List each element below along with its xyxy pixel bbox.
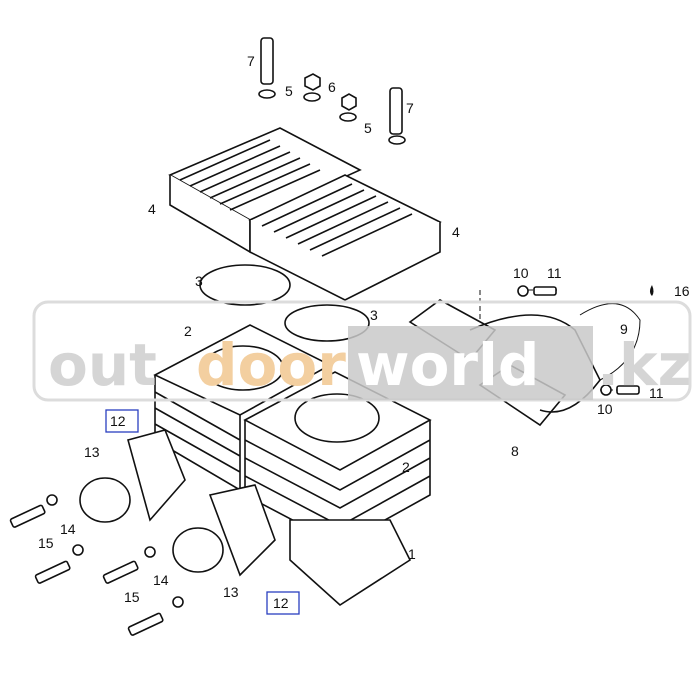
highlight-box-12-right	[266, 591, 300, 615]
bolts-exhaust	[517, 285, 654, 396]
callout-13: 13	[223, 584, 239, 600]
callout-10: 10	[597, 401, 613, 417]
callout-10: 10	[513, 265, 529, 281]
callout-7: 7	[406, 100, 414, 116]
callout-5: 5	[364, 120, 372, 136]
callout-15: 15	[124, 589, 140, 605]
intake-right	[172, 484, 276, 577]
watermark-world: world	[356, 331, 539, 399]
callout-5: 5	[285, 83, 293, 99]
watermark: out door world .kz	[32, 300, 692, 402]
callout-12: 12	[110, 413, 126, 429]
callout-7: 7	[247, 53, 255, 69]
callout-8: 8	[511, 443, 519, 459]
callout-6: 6	[328, 79, 336, 95]
head-gasket-right	[284, 304, 370, 342]
cylinder-head-left	[168, 127, 362, 254]
watermark-out: out	[48, 331, 157, 399]
washers-nuts	[258, 73, 406, 145]
intake-left	[79, 429, 186, 523]
callout-1: 1	[408, 546, 416, 562]
callout-2: 2	[402, 459, 410, 475]
base-gasket	[289, 519, 412, 607]
callout-12: 12	[273, 595, 289, 611]
callout-4: 4	[148, 201, 156, 217]
intake-bolts	[9, 494, 184, 636]
stud-right	[389, 87, 403, 135]
cylinder-head-right	[248, 174, 442, 301]
head-gasket-left	[199, 264, 291, 306]
watermark-kz: .kz	[597, 331, 691, 399]
callout-13: 13	[84, 444, 100, 460]
callout-2: 2	[184, 323, 192, 339]
callout-14: 14	[60, 521, 76, 537]
callout-16: 16	[674, 283, 690, 299]
watermark-door: door	[196, 331, 346, 399]
callout-labels: 7 5 6 5 7 4 4 3 3 2 2 10 11 16 9 11 10 8…	[38, 53, 690, 611]
callout-15: 15	[38, 535, 54, 551]
callout-4: 4	[452, 224, 460, 240]
stud-left	[260, 37, 274, 85]
callout-3: 3	[370, 307, 378, 323]
callout-3: 3	[195, 273, 203, 289]
cylinder-left	[153, 324, 332, 492]
callout-9: 9	[620, 321, 628, 337]
callout-11: 11	[547, 265, 562, 281]
highlight-box-12-left	[105, 409, 139, 433]
callout-11: 11	[649, 385, 664, 401]
callout-14: 14	[153, 572, 169, 588]
